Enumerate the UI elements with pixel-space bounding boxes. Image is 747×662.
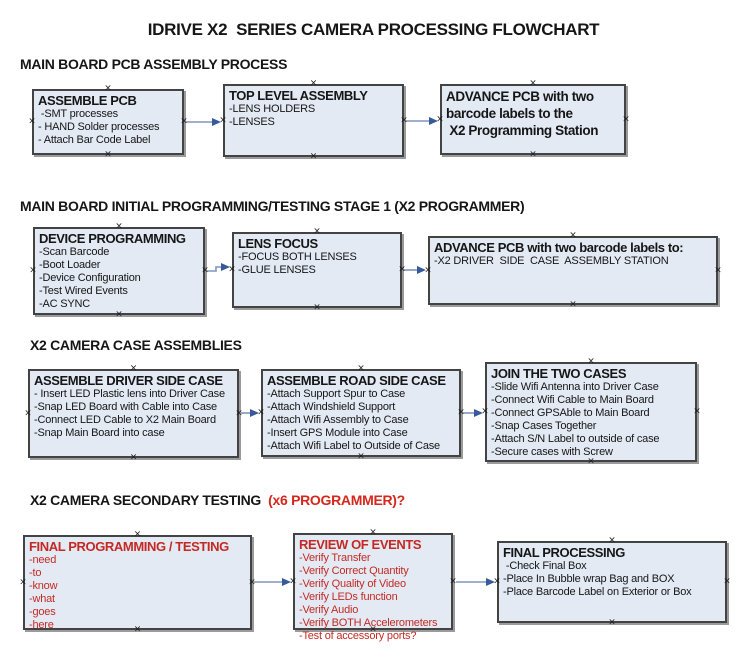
box-item: - Attach Bar Code Label (38, 134, 151, 146)
page-title: IDRIVE X2 SERIES CAMERA PROCESSING FLOWC… (147, 20, 600, 39)
box-item: -Connect GPSAble to Main Board (491, 407, 650, 419)
box-item: -Slide Wifi Antenna into Driver Case (491, 381, 659, 393)
lens-focus-title: LENS FOCUS (238, 236, 318, 251)
box-item: -Secure cases with Screw (491, 446, 613, 458)
section-header-text: MAIN BOARD PCB ASSEMBLY PROCESS (20, 56, 288, 72)
box-item: -Scan Barcode (39, 246, 110, 258)
connector-arrowhead-icon (221, 263, 230, 271)
box-item: -Connect Wifi Cable to Main Board (491, 394, 654, 406)
advance-pcb-to-programming-station-title-line: ADVANCE PCB with two (446, 89, 594, 104)
connector-arrowhead-icon (282, 578, 291, 586)
connector-line (207, 266, 222, 272)
assemble-road-side-case: ASSEMBLE ROAD SIDE CASE-Attach Support S… (261, 369, 461, 457)
box-item: -Verify LEDs function (299, 591, 398, 603)
advance-pcb-to-programming-station-title-line: X2 Programming Station (446, 123, 599, 138)
box-item: -what (29, 593, 55, 605)
box-item: -Verify Audio (299, 604, 359, 616)
box-item: -LENS HOLDERS (229, 103, 316, 115)
box-item: -Attach Windshield Support (267, 401, 396, 413)
assemble-road-side-case-title: ASSEMBLE ROAD SIDE CASE (267, 373, 446, 388)
box-item: -Test of accessory ports? (299, 630, 417, 642)
assemble-driver-side-case: ASSEMBLE DRIVER SIDE CASE- Insert LED Pl… (28, 369, 239, 458)
device-programming-title: DEVICE PROGRAMMING (39, 231, 186, 246)
box-item: -Attach S/N Label to outside of case (491, 433, 660, 445)
advance-pcb-to-case-assembly: ADVANCE PCB with two barcode labels to:-… (428, 236, 718, 305)
box-item: -FOCUS BOTH LENSES (238, 251, 357, 263)
section-header-text: X2 CAMERA SECONDARY TESTING (30, 492, 269, 508)
box-item: -SMT processes (38, 108, 118, 120)
box-item: -to (29, 567, 42, 579)
section-header-text: MAIN BOARD INITIAL PROGRAMMING/TESTING S… (20, 198, 525, 214)
connector-arrowhead-icon (429, 117, 438, 125)
box-item: -Verify Transfer (299, 552, 371, 564)
box-item: -Verify Quality of Video (299, 578, 406, 590)
join-the-two-cases: JOIN THE TWO CASES-Slide Wifi Antenna in… (485, 362, 697, 462)
box-item: -Check Final Box (503, 560, 587, 572)
section-header-text: (x6 PROGRAMMER)? (268, 492, 405, 508)
connector-arrowhead-icon (250, 409, 259, 417)
final-programming-testing: FINAL PROGRAMMING / TESTING-need-to-know… (23, 535, 252, 631)
lens-focus: LENS FOCUS-FOCUS BOTH LENSES-GLUE LENSES (232, 232, 402, 308)
connector-arrowhead-icon (417, 266, 426, 274)
box-item: -Snap Main Board into case (34, 427, 165, 439)
assemble-driver-side-case-title: ASSEMBLE DRIVER SIDE CASE (34, 373, 223, 388)
box-item: -Test Wired Events (39, 285, 128, 297)
box-item: -Snap Cases Together (491, 420, 597, 432)
assemble-pcb: ASSEMBLE PCB -SMT processes- HAND Solder… (32, 89, 184, 155)
top-level-assembly: TOP LEVEL ASSEMBLY-LENS HOLDERS-LENSES (223, 84, 404, 157)
x2-camera-secondary-testing-header: X2 CAMERA SECONDARY TESTING (x6 PROGRAMM… (30, 492, 405, 508)
box-item: -Device Configuration (39, 272, 141, 284)
connector-arrowhead-icon (474, 409, 483, 417)
box-item: -know (29, 580, 58, 592)
connector-arrowhead-icon (486, 578, 495, 586)
final-programming-testing-title: FINAL PROGRAMMING / TESTING (29, 539, 229, 554)
x2-camera-case-assemblies-header: X2 CAMERA CASE ASSEMBLIES (30, 337, 242, 353)
advance-pcb-to-programming-station: ADVANCE PCB with two barcode labels to th… (440, 84, 626, 155)
assemble-pcb-title: ASSEMBLE PCB (38, 93, 137, 108)
review-of-events-title: REVIEW OF EVENTS (299, 537, 422, 552)
box-item: -AC SYNC (39, 298, 90, 310)
join-the-two-cases-title: JOIN THE TWO CASES (491, 366, 627, 381)
box-item: - Insert LED Plastic lens into Driver Ca… (34, 388, 225, 400)
main-board-pcb-assembly-process-header: MAIN BOARD PCB ASSEMBLY PROCESS (20, 56, 287, 72)
section-header-text: X2 CAMERA CASE ASSEMBLIES (30, 337, 242, 353)
review-of-events: REVIEW OF EVENTS-Verify Transfer-Verify … (293, 533, 453, 642)
device-programming: DEVICE PROGRAMMING-Scan Barcode-Boot Loa… (33, 227, 205, 315)
box-item: -Verify Correct Quantity (299, 565, 409, 577)
box-item: -Attach Wifi Assembly to Case (267, 414, 409, 426)
box-item: -goes (29, 606, 56, 618)
final-processing: FINAL PROCESSING -Check Final Box-Place … (497, 541, 727, 623)
advance-pcb-to-case-assembly-title: ADVANCE PCB with two barcode labels to: (434, 240, 684, 255)
box-item: -Connect LED Cable to X2 Main Board (34, 414, 216, 426)
box-item: -X2 DRIVER SIDE CASE ASSEMBLY STATION (434, 255, 669, 267)
box-item: -Place In Bubble wrap Bag and BOX (503, 573, 675, 585)
box-item: -Insert GPS Module into Case (267, 427, 408, 439)
box-item: -need (29, 554, 57, 566)
top-level-assembly-title: TOP LEVEL ASSEMBLY (229, 88, 368, 103)
box-item: -Verify BOTH Accelerometers (299, 617, 438, 629)
final-processing-title: FINAL PROCESSING (503, 545, 625, 560)
box-item: -Boot Loader (39, 259, 101, 271)
box-item: -here (29, 619, 54, 631)
main-board-initial-programming-testing-header: MAIN BOARD INITIAL PROGRAMMING/TESTING S… (20, 198, 525, 214)
box-item: -Attach Wifi Label to Outside of Case (267, 440, 440, 452)
box-item: -GLUE LENSES (238, 264, 316, 276)
box-item: -Attach Support Spur to Case (267, 388, 406, 400)
box-item: -Snap LED Board with Cable into Case (34, 401, 217, 413)
advance-pcb-to-programming-station-title-line: barcode labels to the (446, 106, 573, 121)
box-item: -Place Barcode Label on Exterior or Box (503, 586, 692, 598)
connector-arrowhead-icon (212, 118, 221, 126)
box-item: -LENSES (229, 116, 275, 128)
box-item: - HAND Solder processes (38, 121, 160, 133)
